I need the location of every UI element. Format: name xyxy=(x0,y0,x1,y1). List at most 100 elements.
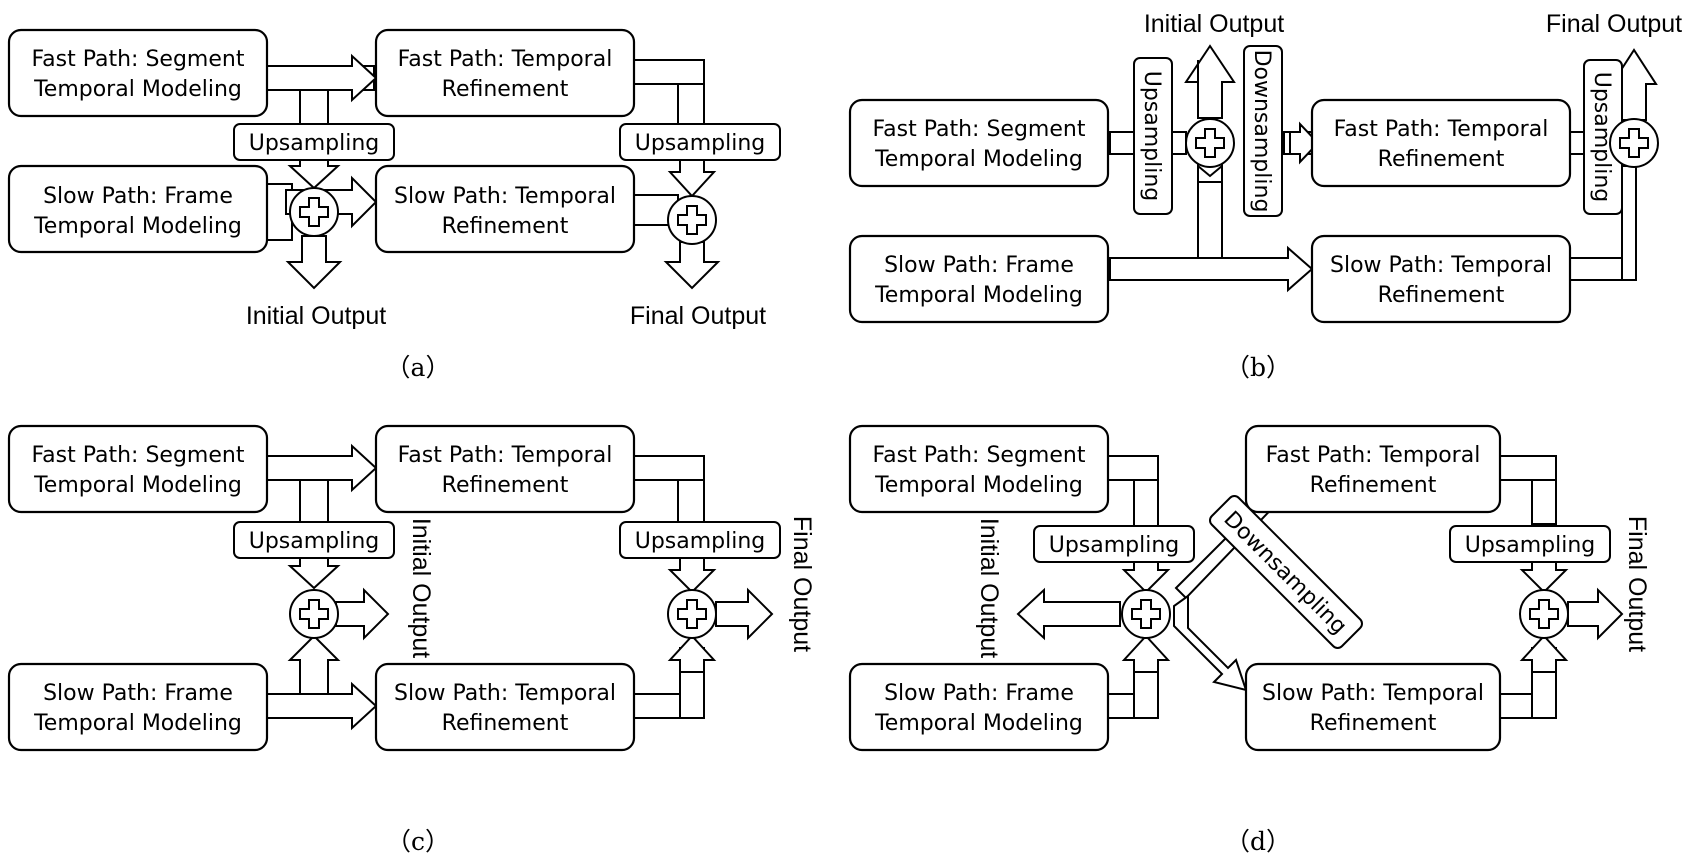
arrow-b-to-sum xyxy=(1197,163,1223,183)
sum-node-a-1 xyxy=(289,187,339,237)
label-b-downsampling: Downsampling xyxy=(1249,50,1274,213)
box-c-fast-refine xyxy=(374,424,636,514)
label-a-slow-refine-2: Refinement xyxy=(442,214,569,239)
label-c-slow-frame-2: Temporal Modeling xyxy=(33,711,242,736)
box-c-fast-segment xyxy=(7,424,269,514)
plus-icon xyxy=(677,599,707,629)
box-b-fast-segment xyxy=(848,98,1110,188)
box-a-upsampling-2 xyxy=(619,123,781,161)
arrow-c-up-to-sum xyxy=(287,557,341,590)
caption-b: （b） xyxy=(1225,353,1291,382)
box-d-downsampling xyxy=(1208,494,1364,650)
plus-icon xyxy=(299,197,329,227)
pipe-c-3 xyxy=(677,479,705,525)
box-d-upsampling-1 xyxy=(1033,525,1195,563)
label-c-upsampling-1: Upsampling xyxy=(249,529,380,554)
label-a-fast-segment-1: Fast Path: Segment xyxy=(32,47,245,72)
pipe-a-2 xyxy=(299,89,329,127)
label-c-fast-segment-1: Fast Path: Segment xyxy=(32,443,245,468)
label-c-slow-frame-1: Slow Path: Frame xyxy=(43,681,233,706)
label-b-slow-frame-2: Temporal Modeling xyxy=(874,283,1083,308)
pipe-b-6 xyxy=(1621,165,1637,281)
label-a-fast-refine-2: Refinement xyxy=(442,77,569,102)
plus-icon xyxy=(677,205,707,235)
label-b-final-output: Final Output xyxy=(1546,10,1682,38)
label-c-slow-refine-2: Refinement xyxy=(442,711,569,736)
arrow-a-final-out xyxy=(663,241,721,290)
arrow-c-slow-refine xyxy=(265,681,378,731)
label-c-fast-refine-2: Refinement xyxy=(442,473,569,498)
pipe-c-1 xyxy=(299,479,329,525)
box-d-upsampling-2 xyxy=(1449,525,1611,563)
box-c-upsampling-2 xyxy=(619,521,781,559)
sum-node-c-2 xyxy=(667,589,717,639)
arrow-d-final-out xyxy=(1567,587,1624,641)
label-d-final-output: Final Output xyxy=(1623,516,1651,652)
label-b-upsampling-2: Upsampling xyxy=(1589,72,1614,203)
box-b-slow-frame xyxy=(848,234,1110,324)
label-d-slow-frame-2: Temporal Modeling xyxy=(874,711,1083,736)
panel-c: Fast Path: Segment Temporal Modeling Slo… xyxy=(7,424,816,856)
caption-a: （a） xyxy=(386,353,451,382)
label-c-fast-segment-2: Temporal Modeling xyxy=(33,473,242,498)
panel-b: Fast Path: Segment Temporal Modeling Slo… xyxy=(848,10,1682,382)
label-b-slow-refine-2: Refinement xyxy=(1378,283,1505,308)
label-c-slow-refine-1: Slow Path: Temporal xyxy=(394,681,616,706)
pipe-a-4 xyxy=(633,59,705,85)
box-a-slow-refine xyxy=(374,164,636,254)
label-b-upsampling-1: Upsampling xyxy=(1139,71,1164,202)
plus-icon xyxy=(1195,128,1225,158)
plus-icon xyxy=(299,599,329,629)
arrow-b-fast-refine xyxy=(1289,121,1320,165)
label-b-fast-refine-1: Fast Path: Temporal xyxy=(1334,117,1549,142)
label-b-slow-refine-1: Slow Path: Temporal xyxy=(1330,253,1552,278)
box-c-upsampling-1 xyxy=(233,521,395,559)
label-c-final-output: Final Output xyxy=(788,516,816,652)
box-b-slow-refine xyxy=(1310,234,1572,324)
box-d-slow-refine xyxy=(1244,662,1502,752)
label-d-upsampling-2: Upsampling xyxy=(1465,533,1596,558)
caption-d: （d） xyxy=(1225,827,1291,856)
pipe-d-1 xyxy=(1107,455,1159,481)
plus-icon xyxy=(1619,128,1649,158)
arrow-d-up2-to-sum xyxy=(1519,557,1569,594)
label-a-final-output: Final Output xyxy=(630,302,766,330)
box-d-fast-refine xyxy=(1244,424,1502,514)
sum-node-d-1 xyxy=(1121,589,1171,639)
arrow-b-initial-out xyxy=(1184,44,1236,119)
label-a-initial-output: Initial Output xyxy=(246,302,386,330)
sum-node-d-2 xyxy=(1519,589,1569,639)
arrow-c-slow-to-sum xyxy=(287,634,341,695)
label-a-fast-segment-2: Temporal Modeling xyxy=(33,77,242,102)
label-d-fast-refine-2: Refinement xyxy=(1310,473,1437,498)
plus-icon xyxy=(1131,599,1161,629)
box-a-fast-segment xyxy=(7,28,269,118)
label-d-fast-refine-1: Fast Path: Temporal xyxy=(1266,443,1481,468)
arrow-d-to-slow-refine xyxy=(1173,594,1248,692)
label-b-fast-segment-2: Temporal Modeling xyxy=(874,147,1083,172)
pipe-d-5 xyxy=(1499,455,1557,481)
label-d-fast-segment-1: Fast Path: Segment xyxy=(873,443,1086,468)
panel-a: Fast Path: Segment Temporal Modeling Slo… xyxy=(7,28,781,382)
sum-node-b-2 xyxy=(1609,118,1659,168)
sum-node-b-1 xyxy=(1185,118,1235,168)
arrow-d-slow-to-sum xyxy=(1121,634,1171,673)
arrow-a-up2-to-sum xyxy=(667,157,717,198)
box-d-fast-segment xyxy=(848,424,1110,514)
arrow-c-fast-refine xyxy=(265,443,378,493)
sum-node-c-1 xyxy=(289,589,339,639)
arrow-c-initial-out xyxy=(335,587,390,641)
box-c-slow-frame xyxy=(7,662,269,752)
label-d-slow-frame-1: Slow Path: Frame xyxy=(884,681,1074,706)
arrow-a-initial-out xyxy=(285,235,343,290)
plus-icon xyxy=(1529,599,1559,629)
pipe-d-6 xyxy=(1531,479,1557,525)
label-d-downsampling: Downsampling xyxy=(1219,507,1352,640)
panel-d: Fast Path: Segment Temporal Modeling Slo… xyxy=(848,424,1651,856)
box-a-fast-refine xyxy=(374,28,636,118)
arrow-c-final-out xyxy=(715,587,774,641)
label-a-slow-frame-1: Slow Path: Frame xyxy=(43,184,233,209)
sum-node-a-2 xyxy=(667,195,717,245)
label-c-fast-refine-1: Fast Path: Temporal xyxy=(398,443,613,468)
